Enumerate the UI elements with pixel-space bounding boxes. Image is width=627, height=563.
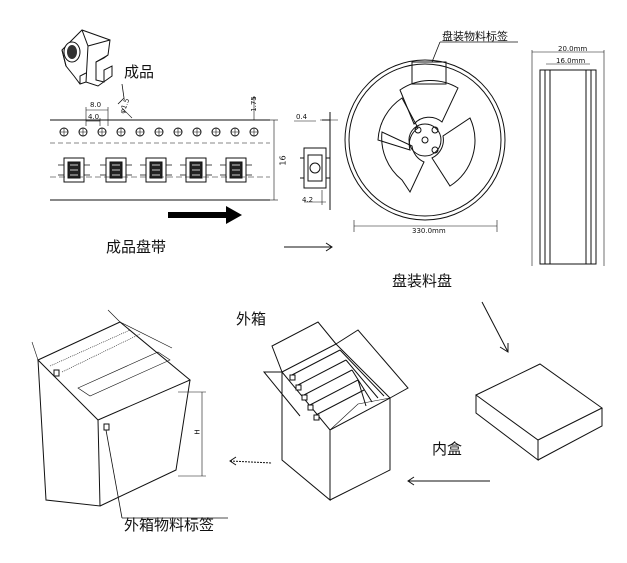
dim-reel-diameter: 330.0mm bbox=[412, 227, 446, 235]
reel-label: 盘装料盘 bbox=[392, 272, 453, 290]
arrow-inner-to-outer bbox=[407, 476, 490, 486]
arrow-open-to-sealed bbox=[229, 456, 273, 466]
dim-thickness: 0.4 bbox=[296, 113, 308, 121]
outer-box-material-label: 外箱物料标签 bbox=[124, 516, 215, 534]
sealed-outer-box bbox=[31, 309, 206, 507]
dim-pitch-8: 8.0 bbox=[90, 101, 102, 109]
reel-front-view bbox=[344, 59, 506, 232]
inner-box-label: 内盒 bbox=[432, 440, 463, 458]
tape-dimension-lines bbox=[85, 96, 278, 201]
arrow-reel-to-inner-box bbox=[481, 301, 509, 353]
inner-boxes-stack bbox=[289, 349, 385, 421]
dim-reel-inner-width: 16.0mm bbox=[556, 57, 586, 65]
outer-box-label: 外箱 bbox=[236, 310, 267, 328]
dim-pocket-depth: 4.2 bbox=[302, 196, 314, 204]
component-sketch bbox=[61, 29, 113, 87]
carrier-tape bbox=[50, 96, 278, 201]
product-leader-line bbox=[117, 83, 125, 105]
reel-side-view bbox=[531, 50, 605, 266]
finished-product-label: 成品 bbox=[124, 63, 155, 81]
carrier-tape-label: 成品盘带 bbox=[106, 238, 167, 256]
dim-edge-175: 1.75 bbox=[249, 96, 258, 112]
tape-pockets bbox=[58, 157, 252, 183]
sprocket-holes bbox=[59, 127, 259, 137]
dim-reel-outer-width: 20.0mm bbox=[558, 45, 588, 53]
dim-tape-width: 16 bbox=[278, 155, 288, 166]
dim-box-height: H bbox=[193, 429, 202, 435]
inner-box bbox=[475, 363, 603, 462]
feed-direction-arrow bbox=[168, 206, 242, 224]
open-outer-box bbox=[262, 321, 409, 502]
reel-label-leader bbox=[431, 41, 518, 63]
reel-label-patch bbox=[411, 61, 447, 85]
reel-label-title: 盘装物料标签 bbox=[442, 30, 508, 43]
outer-box-label-leader bbox=[105, 429, 228, 519]
arrow-tape-to-reel bbox=[284, 242, 333, 252]
dim-pitch-4: 4.0 bbox=[88, 113, 100, 121]
tape-cross-section bbox=[294, 112, 338, 210]
